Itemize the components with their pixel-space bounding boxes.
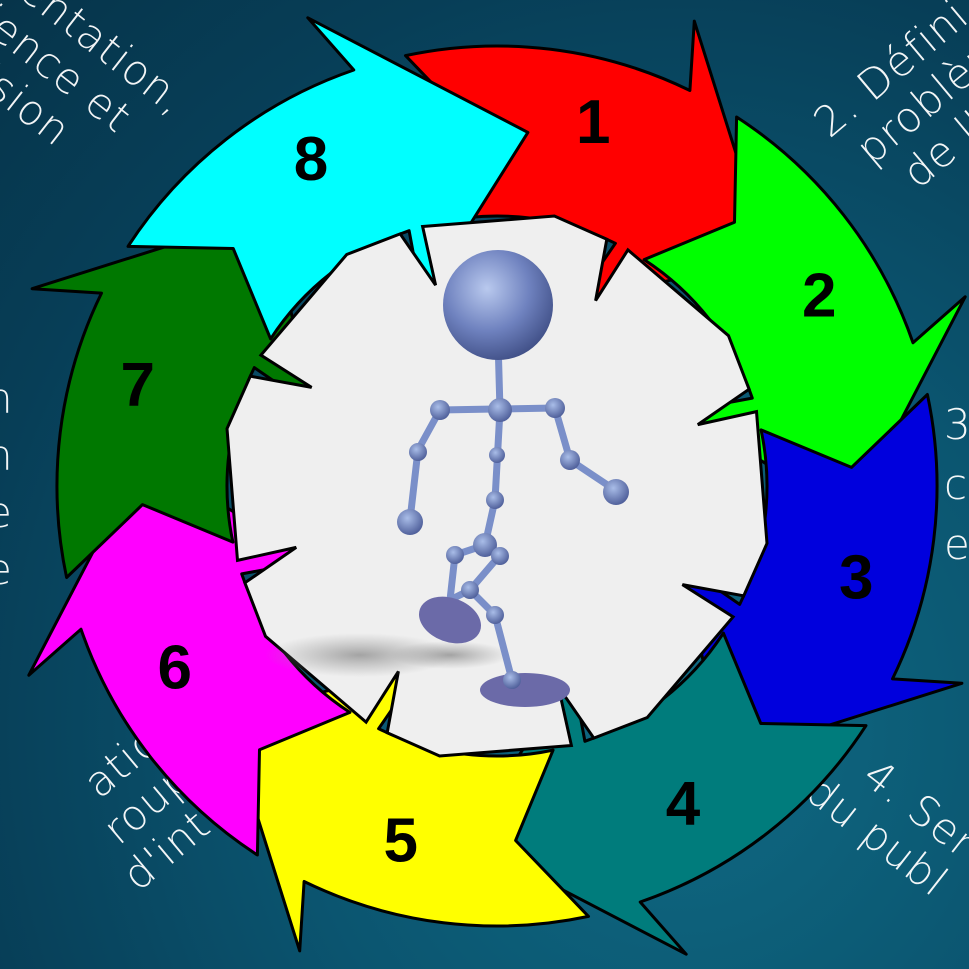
figure-head — [443, 250, 553, 360]
step-number-4: 4 — [666, 770, 701, 839]
figure-shadow — [390, 641, 510, 669]
step-number-8: 8 — [294, 125, 328, 194]
step-number-5: 5 — [383, 807, 417, 876]
step-number-2: 2 — [802, 261, 836, 330]
step-number-3: 3 — [839, 544, 873, 613]
step-number-7: 7 — [120, 351, 154, 420]
step-number-1: 1 — [576, 88, 610, 157]
right-foot — [480, 673, 570, 707]
step-number-6: 6 — [158, 633, 192, 702]
